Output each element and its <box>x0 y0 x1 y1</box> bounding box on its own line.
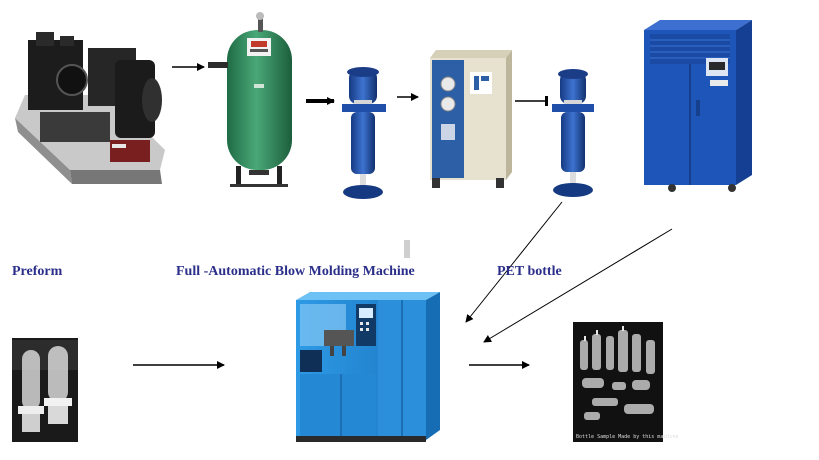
photo-caption: Bottle Sample Made by this machine <box>576 434 678 440</box>
air-compressor <box>15 32 165 184</box>
bottle-label: PET bottle <box>497 264 562 279</box>
line-filter-1 <box>342 67 386 199</box>
preform-photo <box>12 338 78 442</box>
water-chiller <box>644 20 752 192</box>
divider-mark <box>404 240 410 258</box>
arrow-dryer-to-filter2-cap <box>545 96 548 106</box>
blow-molding-machine <box>296 292 440 442</box>
refrigerated-air-dryer <box>430 50 512 188</box>
air-storage-tank <box>208 12 292 187</box>
preform-label: Preform <box>12 264 63 279</box>
line-filter-2 <box>552 69 594 197</box>
flow-arrows <box>133 63 673 369</box>
arrow-chiller-to-machine <box>483 228 673 343</box>
machine-label: Full -Automatic Blow Molding Machine <box>176 264 415 279</box>
arrow-filter2-to-machine <box>465 201 563 323</box>
pet-bottle-photo: Bottle Sample Made by this machine <box>573 322 678 442</box>
